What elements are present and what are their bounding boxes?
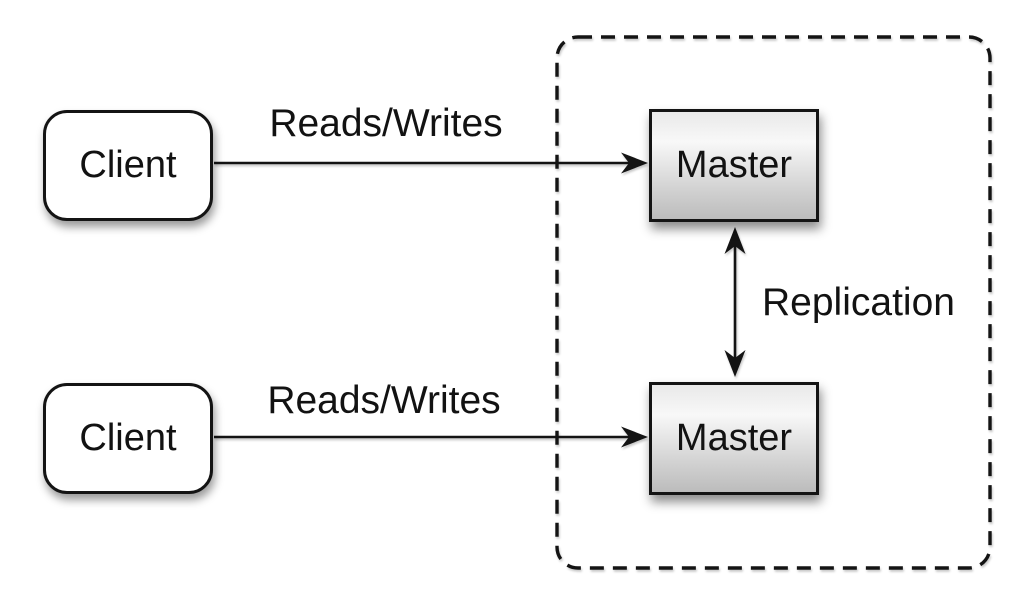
replication-label: Replication xyxy=(762,281,955,324)
client-node-1-label: Client xyxy=(79,144,177,186)
master-node-2-label: Master xyxy=(675,417,793,459)
master-node-1-label: Master xyxy=(675,144,793,186)
reads-writes-arrow-bottom xyxy=(214,426,648,448)
arrowhead-up-icon xyxy=(724,227,746,254)
arrowhead-right-icon xyxy=(621,426,648,448)
reads-writes-label-top: Reads/Writes xyxy=(269,102,503,145)
master-node-1: Master xyxy=(649,109,819,222)
replication-double-arrow xyxy=(724,227,746,377)
reads-writes-arrow-top xyxy=(214,152,648,174)
client-node-1: Client xyxy=(43,110,213,221)
reads-writes-label-bottom: Reads/Writes xyxy=(267,379,501,422)
replication-zone-border xyxy=(555,35,992,570)
arrowhead-right-icon xyxy=(621,152,648,174)
arrowhead-down-icon xyxy=(724,350,746,377)
client-node-2-label: Client xyxy=(79,417,177,459)
master-node-2: Master xyxy=(649,382,819,495)
client-node-2: Client xyxy=(43,383,213,494)
